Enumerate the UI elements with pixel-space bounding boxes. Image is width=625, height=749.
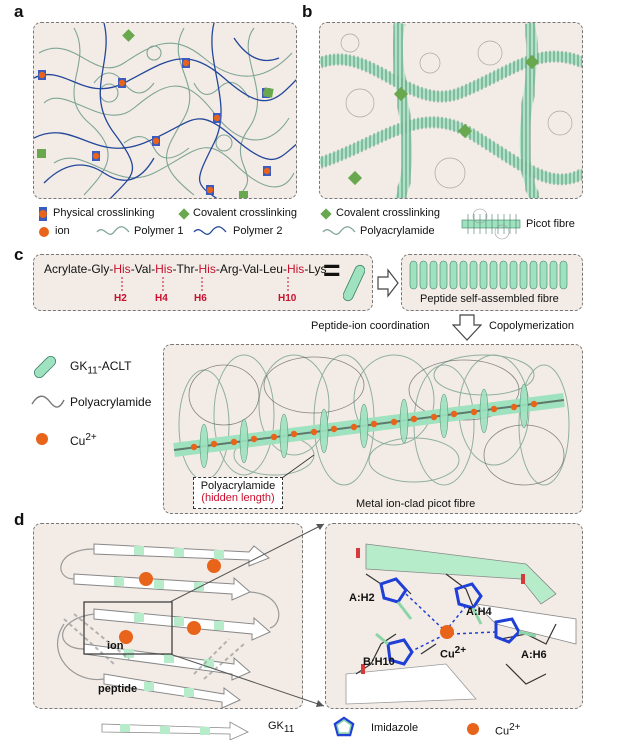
legend-polyacrylamide-b-label: Polyacrylamide — [360, 225, 435, 237]
fibre-label: Peptide self-assembled fibre — [420, 293, 559, 305]
legend-panel-a: Physical crosslinking Covalent crosslink… — [36, 206, 306, 244]
covalent-crosslink-icon — [178, 208, 190, 220]
arrow-down-to-clad-fibre — [452, 314, 482, 341]
legend-physical-label: Physical crosslinking — [53, 207, 155, 219]
gk11-aclt-legend-icon — [34, 355, 56, 379]
hidden-length-box: Polyacrylamide (hidden length) — [193, 477, 283, 509]
label-a-h2: A:H2 — [349, 592, 375, 604]
legend-ion-label: ion — [55, 225, 70, 237]
ion-icon — [39, 227, 49, 237]
label-peptide: peptide — [98, 683, 138, 695]
gk-subscript: 11 — [87, 365, 98, 377]
seq-his-4: His — [286, 262, 305, 276]
gk11-d-text: GK — [268, 720, 284, 732]
legend-polymer2-label: Polymer 2 — [233, 225, 283, 237]
legend-picot-label: Picot fibre — [526, 218, 575, 230]
seq-part-3: -Arg-Val-Leu- — [215, 262, 287, 276]
label-cu-zoom: Cu2+ — [440, 645, 466, 661]
legend-gk11-d: GK11 — [268, 720, 294, 735]
cu-legend-icon — [36, 433, 48, 445]
peptide-sequence: Acrylate-Gly-His-Val-His-Thr-His-Arg-Val… — [44, 262, 327, 276]
seq-his-3: His — [198, 262, 216, 276]
legend-gk11-aclt: GK11-ACLT — [70, 359, 132, 376]
panel-d-structure — [33, 523, 303, 709]
panel-label-a: a — [14, 2, 24, 21]
legend-panel-b: Covalent crosslinking Polyacrylamide Pic… — [320, 206, 600, 246]
cu-legend-d-icon — [467, 723, 479, 735]
arrow-to-fibre — [377, 268, 399, 298]
label-h2: H2 — [114, 293, 127, 304]
panel-label-d: d — [14, 510, 25, 529]
hidden-box-line2: (hidden length) — [201, 492, 275, 504]
cu-legend-d-sup: 2+ — [509, 722, 521, 733]
physical-crosslinks — [38, 58, 271, 195]
gk11-strand-icon — [101, 721, 249, 740]
gk-suffix: -ACLT — [97, 359, 132, 373]
panel-label-c: c — [14, 245, 24, 264]
polymer-network-illustration — [34, 23, 296, 198]
gk-text: GK — [70, 359, 88, 373]
seq-part-4: -Lys — [304, 262, 327, 276]
sequence-box — [33, 254, 373, 311]
panel-a-network — [33, 22, 297, 199]
seq-part-0: Acrylate-Gly- — [44, 262, 114, 276]
physical-crosslink-icon — [39, 207, 47, 221]
label-a-h4: A:H4 — [466, 606, 492, 618]
cu-zoom-sup: 2+ — [454, 645, 467, 656]
gk11-aclt-rod-icon — [343, 264, 365, 302]
panel-b-picot-network — [319, 22, 583, 199]
polyacrylamide-icon-b — [322, 226, 356, 235]
legend-polymer1-label: Polymer 1 — [134, 225, 184, 237]
legend-cu-c: Cu2+ — [70, 432, 97, 448]
zoom-connector-lines — [169, 523, 325, 707]
cu-zoom-text: Cu — [440, 648, 455, 661]
panel-label-b: b — [302, 2, 313, 21]
gk11-d-sub: 11 — [283, 724, 295, 736]
metal-ion-clad-fibre-illustration — [173, 354, 570, 486]
fibre-box: Peptide self-assembled fibre — [401, 254, 583, 311]
arrow-label-right: Copolymerization — [489, 320, 574, 332]
coordination-site-illustration — [345, 543, 577, 705]
label-h10: H10 — [278, 293, 297, 304]
polymer1-icon — [96, 226, 130, 235]
legend-imidazole: Imidazole — [371, 722, 419, 734]
picot-fibre-icon — [461, 208, 521, 240]
seq-part-2: -Thr- — [172, 262, 199, 276]
label-b-h10: B:H10 — [363, 656, 395, 668]
covalent-crosslinks — [37, 29, 274, 198]
legend-covalent-label: Covalent crosslinking — [193, 207, 297, 219]
cu-legend-d-text: Cu — [495, 725, 510, 738]
arrow-label-left: Peptide-ion coordination — [311, 320, 430, 332]
cu-superscript: 2+ — [85, 432, 97, 443]
picot-fibre-network-illustration — [320, 23, 582, 198]
label-h6: H6 — [194, 293, 207, 304]
seq-part-1: -Val- — [130, 262, 156, 276]
label-h4: H4 — [155, 293, 168, 304]
clad-fibre-label: Metal ion-clad picot fibre — [356, 498, 476, 510]
legend-covalent-b-label: Covalent crosslinking — [336, 207, 440, 219]
equals-sign: = — [323, 254, 341, 287]
covalent-crosslink-icon-b — [320, 208, 332, 220]
polyacrylamide-legend-icon — [31, 395, 65, 408]
legend-cu-d: Cu2+ — [495, 722, 520, 738]
seq-his-2: His — [155, 262, 173, 276]
legend-polyacrylamide-c: Polyacrylamide — [70, 395, 152, 409]
hidden-box-line1: Polyacrylamide — [200, 480, 276, 492]
label-ion: ion — [107, 640, 124, 652]
peptide-sheet-illustration — [57, 543, 280, 708]
cu-text: Cu — [70, 434, 86, 448]
polymer2-icon — [193, 226, 227, 235]
label-a-h6: A:H6 — [521, 649, 547, 661]
seq-his-1: His — [113, 262, 131, 276]
imidazole-icon — [333, 716, 355, 737]
fibre-rods-illustration — [409, 260, 568, 290]
panel-d-zoom — [325, 523, 583, 709]
